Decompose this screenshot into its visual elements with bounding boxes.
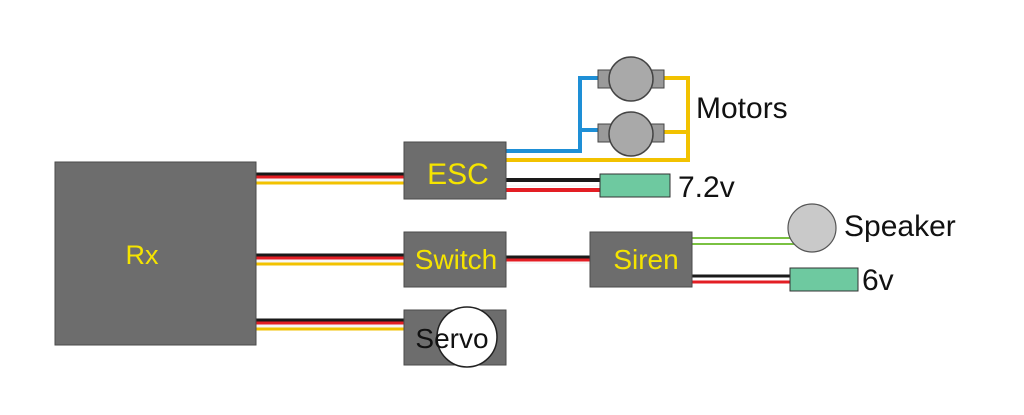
wire-siren-speaker	[692, 237, 795, 245]
wire-siren-battery	[692, 274, 790, 284]
switch-label: Switch	[415, 244, 497, 275]
wire-rx-switch	[256, 253, 404, 266]
battery-7-2v-label: 7.2v	[678, 171, 735, 204]
siren-label: Siren	[613, 244, 678, 275]
battery-7-2v	[599, 173, 671, 198]
motor-bottom	[597, 111, 665, 157]
wire-rx-servo	[256, 318, 404, 331]
battery-6v	[789, 267, 859, 292]
wire-esc-battery	[506, 178, 600, 192]
esc-block	[403, 141, 507, 200]
servo-horn	[436, 306, 498, 368]
servo-label: Servo	[415, 323, 488, 354]
siren-block	[589, 231, 693, 288]
battery-6v-label: 6v	[862, 264, 894, 297]
motor-top	[597, 56, 665, 102]
speaker-label: Speaker	[844, 210, 956, 243]
wire-esc-motors	[506, 76, 690, 162]
motors-label: Motors	[696, 92, 788, 125]
rx-block	[54, 161, 257, 346]
rx-label: Rx	[126, 240, 159, 270]
wire-rx-esc	[256, 172, 404, 185]
wire-switch-siren	[506, 255, 590, 264]
switch-block	[403, 231, 507, 288]
esc-label: ESC	[427, 158, 489, 191]
speaker-icon	[787, 203, 837, 253]
